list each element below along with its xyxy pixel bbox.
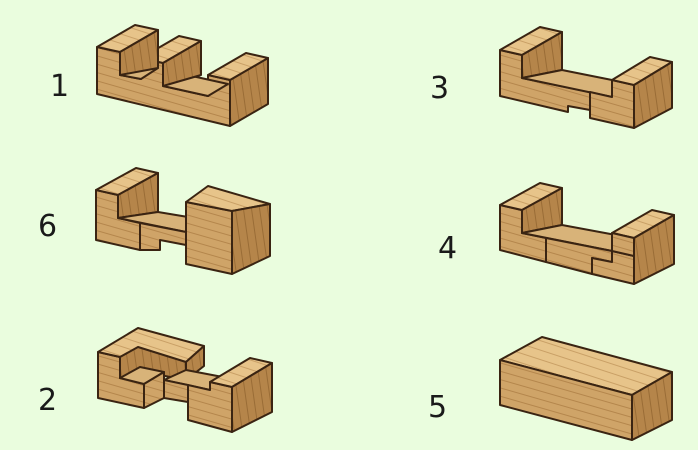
piece-6-cube-front bbox=[185, 201, 233, 275]
piece-4-right-front-up bbox=[611, 232, 635, 257]
piece-2-side bbox=[231, 362, 273, 433]
piece-label-2: 2 bbox=[38, 383, 58, 418]
piece-label-6: 6 bbox=[38, 209, 58, 244]
piece-6 bbox=[95, 167, 271, 275]
piece-label-3: 3 bbox=[430, 71, 450, 106]
piece-1 bbox=[96, 24, 269, 127]
piece-label-1: 1 bbox=[50, 69, 70, 104]
piece-3-side bbox=[633, 61, 673, 129]
piece-4 bbox=[499, 182, 675, 285]
piece-label-4: 4 bbox=[438, 231, 458, 266]
piece-1-inner-wall-b bbox=[162, 40, 202, 87]
piece-6-cube-side bbox=[231, 203, 271, 275]
piece-2-right-front bbox=[187, 381, 233, 433]
piece-1-inner-wall bbox=[119, 29, 159, 76]
piece-2-center-front bbox=[163, 379, 189, 403]
piece-5-side bbox=[631, 371, 673, 441]
piece-5 bbox=[499, 336, 673, 441]
piece-2 bbox=[97, 327, 273, 433]
piece-4-side bbox=[633, 214, 675, 285]
piece-3 bbox=[499, 26, 673, 129]
piece-1-top-right bbox=[207, 52, 269, 81]
piece-label-5: 5 bbox=[428, 390, 448, 425]
